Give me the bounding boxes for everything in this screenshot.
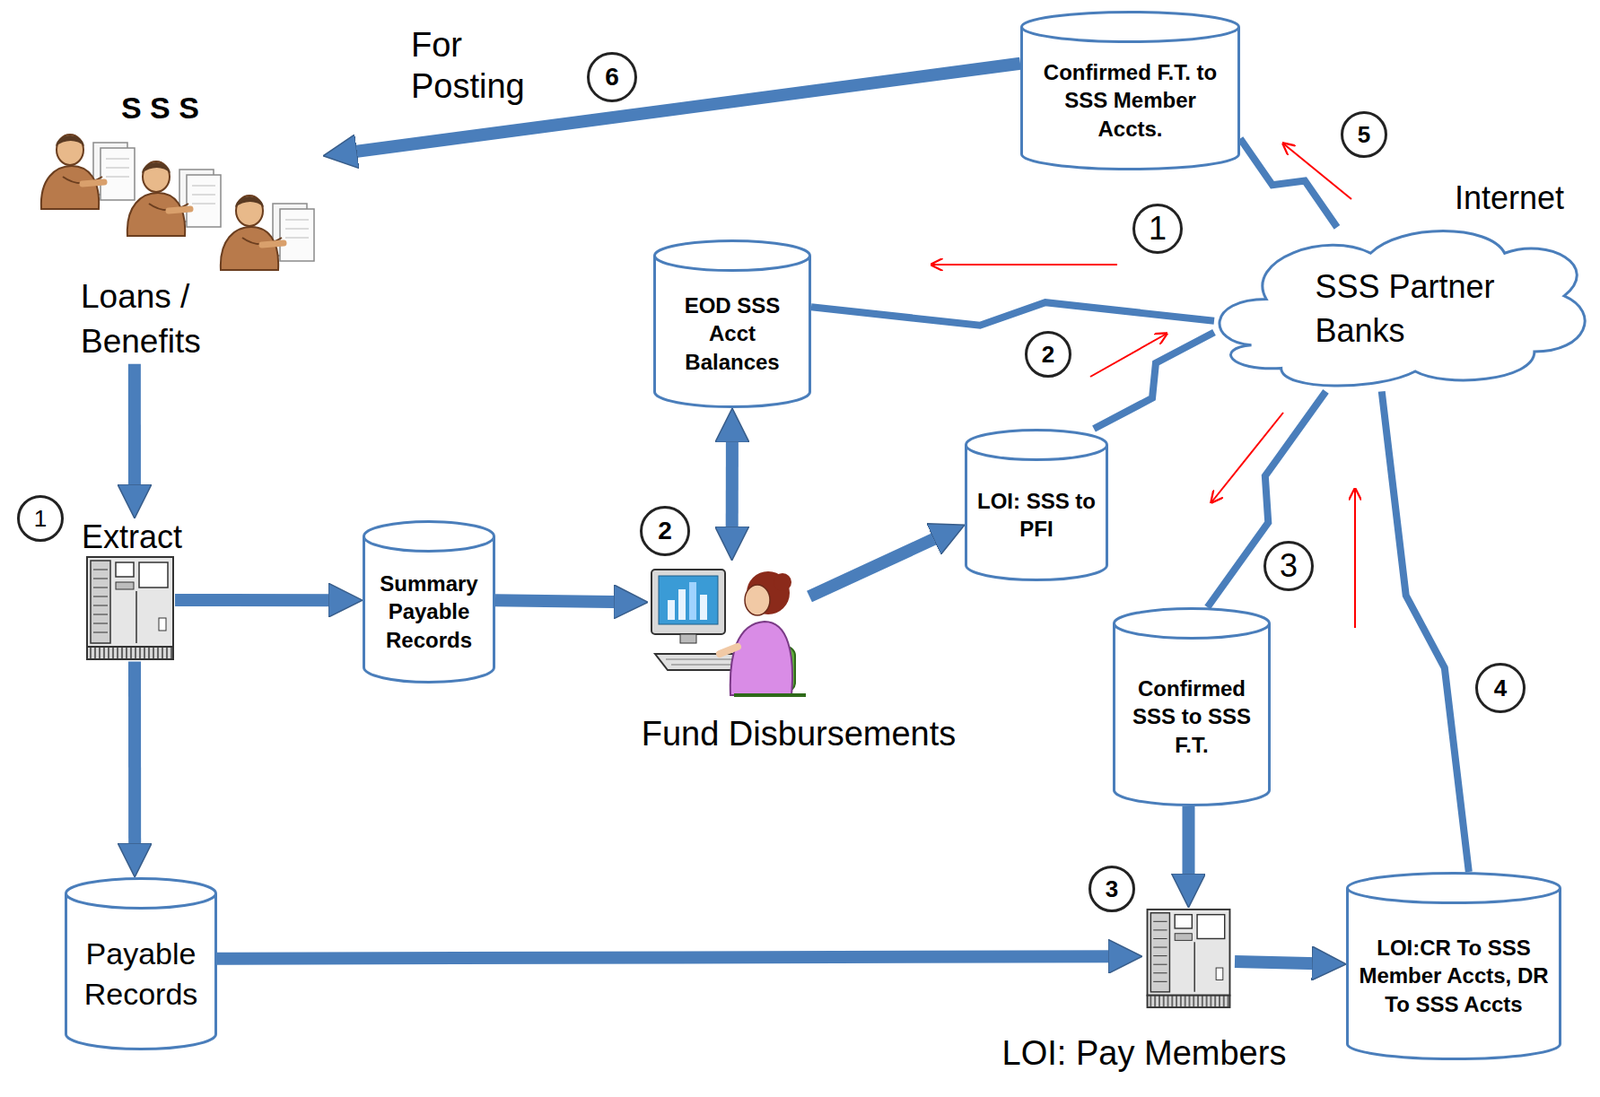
flow-arrow [495,600,630,603]
staff-illustration [35,126,324,275]
process-label: Fund Disbursements [628,715,970,755]
flow-arrow [174,594,344,607]
network-link [811,302,1215,326]
direction-arrow [1283,143,1352,200]
store-label: Summary Payable Records [375,569,483,655]
network-name: SSS Partner Banks [1315,265,1522,353]
flow-arrow [809,533,948,597]
cylinder-body [1022,26,1240,169]
callout-number: 3 [1088,865,1136,913]
network-label: Internet [1214,179,1587,217]
workstation-node: Fund Disbursements [628,560,970,755]
department-label: Loans / Benefits [80,274,243,365]
callout-number: 2 [1024,331,1072,378]
callout-number: 1 [17,495,64,543]
flow-arrow [217,956,1124,959]
data-store-cylinder: EOD SSS Acct Balances [653,239,812,409]
server-icon [85,555,175,662]
callout-number: 3 [1263,541,1314,592]
direction-arrow [1211,412,1284,503]
callout-number: 2 [639,506,691,557]
cylinder-top [66,879,217,910]
store-label: EOD SSS Acct Balances [665,291,799,376]
cylinder-top [1022,12,1240,43]
data-store-cylinder: Confirmed SSS to SSS F.T. [1112,607,1271,807]
cylinder-body [966,445,1108,581]
cylinder-top [1347,874,1561,904]
data-store-cylinder: Payable Records [64,877,218,1051]
flow-arrow [1181,806,1195,890]
network-link [1207,391,1327,608]
server-node: LOI: Pay Members [978,908,1311,1075]
staff-node: S S S Loans / Benefits [35,89,333,365]
network-link [1093,332,1215,429]
server-node: Extract [76,518,220,662]
store-label: LOI:CR To SSS Member Accts, DR To SSS Ac… [1358,934,1549,1019]
callout-number: 6 [586,52,638,103]
cylinder-top [966,430,1108,461]
flow-note: For Posting [410,25,546,107]
data-store-cylinder: Summary Payable Records [362,520,496,684]
flow-arrow [128,661,141,859]
server-icon [1142,908,1235,1010]
flow-arrow [725,427,739,543]
cloud-outline [1214,227,1587,392]
direction-arrows [931,143,1356,629]
flow-arrow [1234,961,1328,965]
data-store-cylinder: LOI:CR To SSS Member Accts, DR To SSS Ac… [1346,872,1562,1061]
cylinder-body [1114,623,1270,805]
data-store-cylinder: LOI: SSS to PFI [964,428,1109,582]
operator-icon [647,560,810,705]
store-label: Payable Records [77,934,205,1014]
flow-arrow [128,364,141,500]
cylinder-body [1347,888,1561,1059]
cylinder-body [66,893,217,1050]
cloud-node: InternetSSS Partner Banks [1214,179,1587,392]
cylinder-body [364,536,495,683]
cylinder-top [364,522,495,552]
callout-number: 1 [1132,203,1183,254]
store-label: Confirmed SSS to SSS F.T. [1125,674,1259,760]
network-link [1381,391,1469,873]
callout-number: 4 [1475,663,1526,714]
network-link [1240,138,1338,228]
process-label: Extract [81,518,220,556]
cylinder-body [655,255,811,407]
cloud-outline [1219,231,1585,387]
store-label: Confirmed F.T. to SSS Member Accts. [1032,58,1228,143]
process-label: LOI: Pay Members [978,1034,1311,1075]
cylinder-top [1114,609,1270,639]
direction-arrow [931,263,1118,266]
callout-number: 5 [1340,111,1388,158]
cylinder-top [655,241,811,272]
cloud-shape: SSS Partner Banks [1214,227,1587,392]
organization-title: S S S [35,89,333,127]
store-label: LOI: SSS to PFI [977,487,1096,543]
data-store-cylinder: Confirmed F.T. to SSS Member Accts. [1020,10,1241,171]
direction-arrow [1354,489,1356,629]
